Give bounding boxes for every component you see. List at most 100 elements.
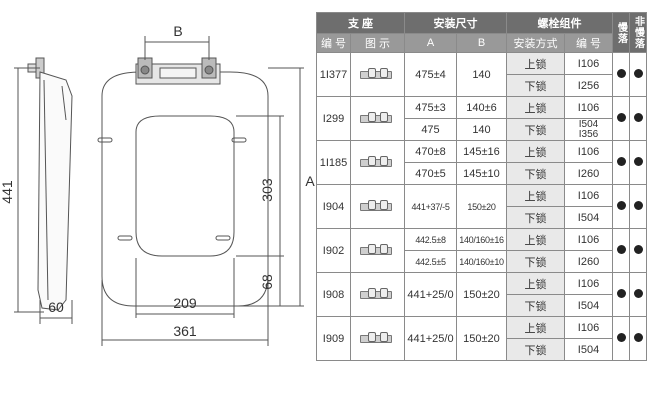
dot-icon (633, 112, 643, 122)
dot-icon (633, 288, 643, 298)
bolt-number: I106 (564, 52, 613, 75)
non-slow-close-dot (629, 184, 647, 229)
install-method: 上锁 (506, 96, 565, 119)
dot-icon (633, 332, 643, 342)
dim-height-label: 441 (0, 180, 15, 204)
specification-table: 支 座 安装尺寸 螺栓组件 慢落 非慢落 编 号 图 示 A B 安装方式 编 … (316, 12, 647, 361)
dot-icon (616, 156, 626, 166)
hinge-picture (350, 140, 405, 185)
dim-outer-width-label: 361 (173, 323, 197, 339)
bolt-number: I504 (564, 206, 613, 229)
non-slow-close-dot (629, 52, 647, 97)
install-method: 上锁 (506, 272, 565, 295)
seat-header: 支 座 (316, 12, 405, 34)
dimension-b: 140/160±16 (456, 228, 507, 251)
hinge-icon (358, 286, 398, 300)
bolt-number: I504 (564, 338, 613, 361)
dimension-b: 145±16 (456, 140, 507, 163)
seat-code: I299 (316, 96, 351, 141)
slow-close-dot (612, 228, 630, 273)
slow-close-header: 慢落 (612, 12, 630, 53)
dot-icon (633, 68, 643, 78)
bolt-number: I106 (564, 184, 613, 207)
hinge-icon (358, 110, 398, 124)
non-slow-close-dot (629, 228, 647, 273)
hinge-picture (350, 228, 405, 273)
install-method: 下锁 (506, 162, 565, 185)
install-method: 下锁 (506, 118, 565, 141)
slow-close-dot (612, 184, 630, 229)
hinge-icon (358, 198, 398, 212)
seat-code: I909 (316, 316, 351, 361)
dim-a-label: A (305, 173, 315, 189)
seat-code: 1I377 (316, 52, 351, 97)
slow-close-dot (612, 272, 630, 317)
hinge-picture (350, 272, 405, 317)
dim-inner-width-label: 209 (173, 295, 197, 311)
hinge-icon (358, 154, 398, 168)
slow-close-dot (612, 96, 630, 141)
bolt-number: I106 (564, 228, 613, 251)
bolt-set-header: 螺栓组件 (506, 12, 613, 34)
dimension-b: 140 (456, 118, 507, 141)
install-method: 下锁 (506, 74, 565, 97)
seat-code: I902 (316, 228, 351, 273)
dimension-b: 140 (456, 52, 507, 97)
install-method: 下锁 (506, 338, 565, 361)
dot-icon (633, 244, 643, 254)
dot-icon (616, 68, 626, 78)
install-method: 上锁 (506, 140, 565, 163)
seat-code: 1I185 (316, 140, 351, 185)
bolt-number: I106 (564, 140, 613, 163)
non-slow-close-header: 非慢落 (629, 12, 647, 53)
bolt-number: I260 (564, 250, 613, 273)
dimension-a: 475±3 (404, 96, 457, 119)
hinge-picture (350, 316, 405, 361)
dimension-a: 441+25/0 (404, 272, 457, 317)
bolt-number: I504 (564, 294, 613, 317)
non-slow-close-dot (629, 96, 647, 141)
hinge-icon (358, 330, 398, 344)
dimension-b: 150±20 (456, 272, 507, 317)
hinge-picture (350, 184, 405, 229)
dimension-a: 475±4 (404, 52, 457, 97)
dot-icon (616, 112, 626, 122)
dimension-a: 441+37/-5 (404, 184, 457, 229)
dot-icon (616, 200, 626, 210)
bolt-number: I504 I356 (564, 118, 613, 141)
bolt-number: I106 (564, 272, 613, 295)
dim-depth-label: 60 (48, 299, 64, 315)
a-header: A (404, 33, 457, 53)
install-method: 下锁 (506, 206, 565, 229)
dot-icon (616, 244, 626, 254)
hinge-picture (350, 96, 405, 141)
hinge-icon (358, 242, 398, 256)
install-method: 上锁 (506, 184, 565, 207)
dimension-a: 470±5 (404, 162, 457, 185)
dimension-b: 140/160±10 (456, 250, 507, 273)
front-view (97, 57, 269, 307)
non-slow-close-dot (629, 316, 647, 361)
dimension-a: 442.5±5 (404, 250, 457, 273)
hinge-picture (350, 52, 405, 97)
hinge-icon (358, 66, 398, 80)
bolt-number: I260 (564, 162, 613, 185)
dot-icon (616, 288, 626, 298)
bolt-number: I106 (564, 96, 613, 119)
dimension-b: 140±6 (456, 96, 507, 119)
slow-close-dot (612, 52, 630, 97)
slow-close-dot (612, 316, 630, 361)
non-slow-close-dot (629, 272, 647, 317)
install-method: 上锁 (506, 316, 565, 339)
install-method-header: 安装方式 (506, 33, 565, 53)
dimension-b: 150±20 (456, 316, 507, 361)
